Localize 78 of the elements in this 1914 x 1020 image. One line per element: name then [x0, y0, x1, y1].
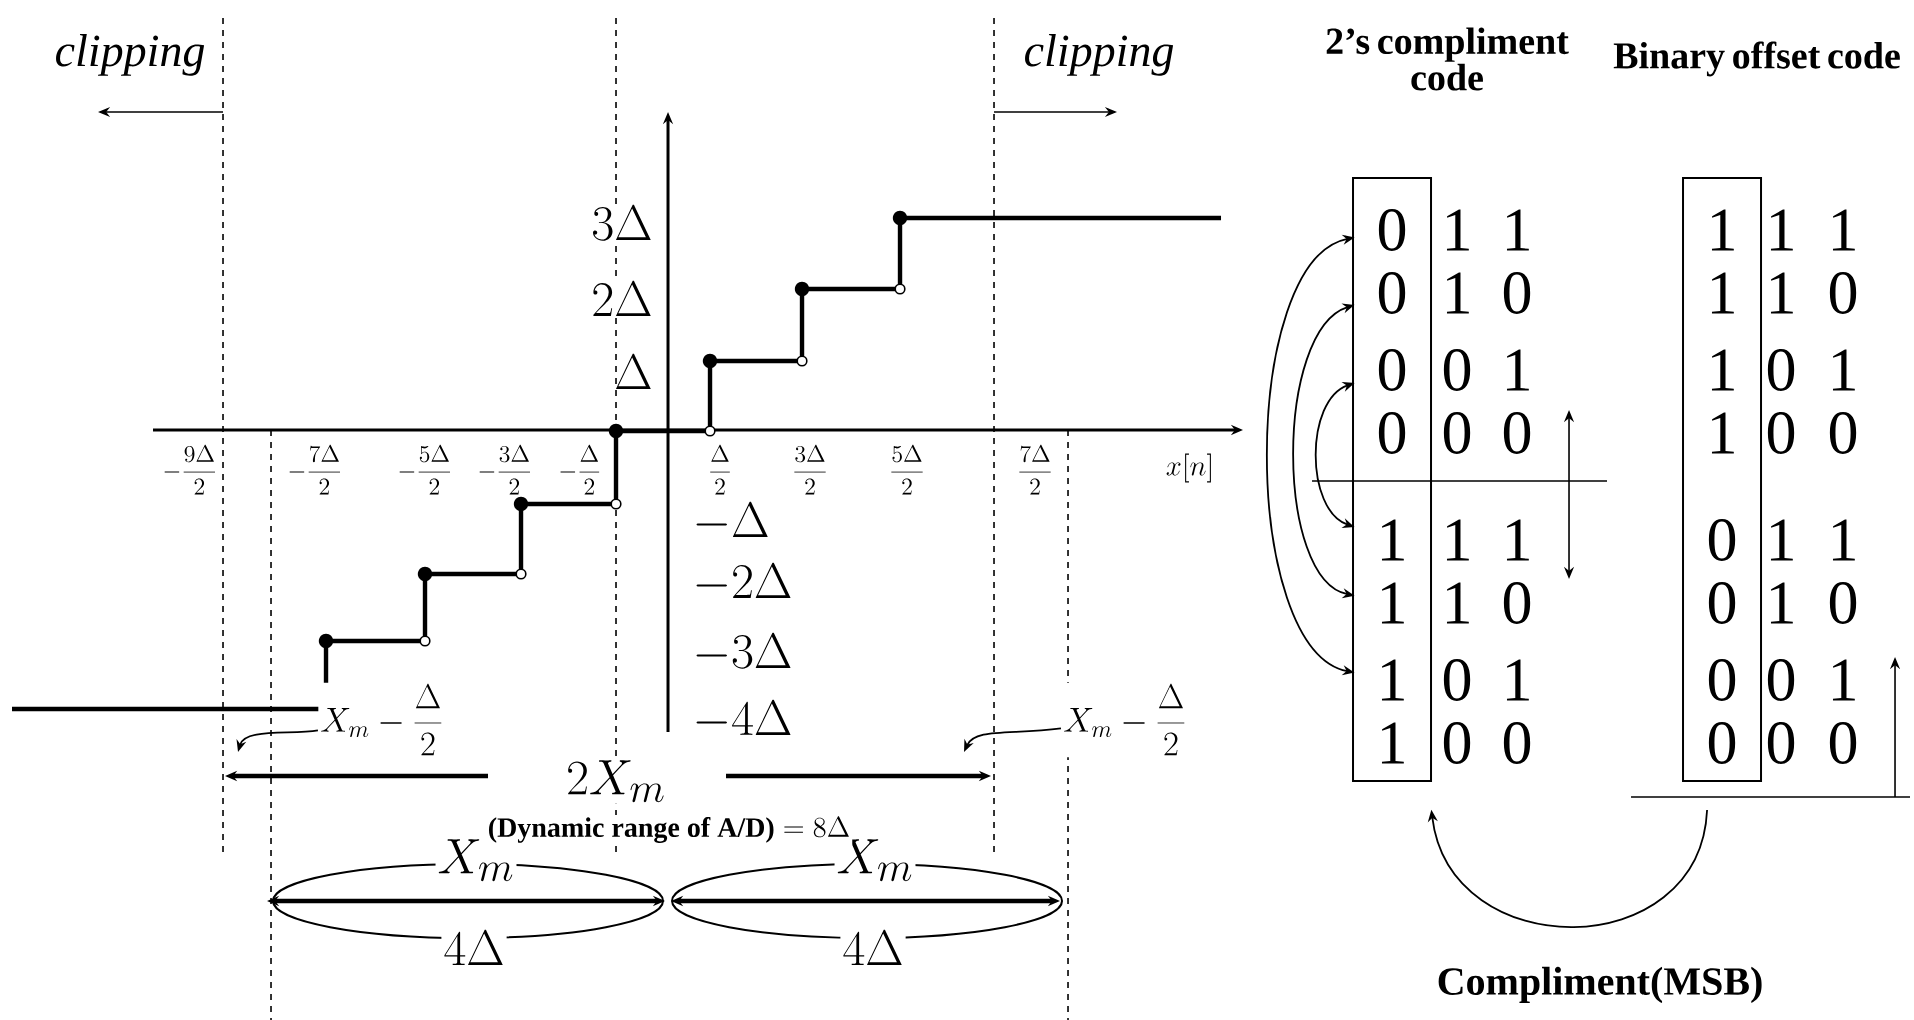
- msb-digit: 0: [1378, 209, 1406, 251]
- msb-digit: 0: [1708, 519, 1736, 561]
- msb-digit: 0: [1708, 722, 1736, 764]
- msb-box: [1682, 177, 1762, 782]
- tick-label: $-\frac{7\Delta}{2}$: [289, 444, 340, 495]
- tick-label: $-\frac{5\Delta}{2}$: [399, 444, 450, 495]
- level-label: $3\Delta$: [589, 204, 655, 242]
- code-digit: 1: [1833, 209, 1855, 251]
- level-label: $2\Delta$: [589, 280, 655, 318]
- code-digit: 1: [1771, 582, 1793, 624]
- msb-digit: 0: [1378, 272, 1406, 314]
- code-digit: 0: [1443, 659, 1471, 701]
- code-digit: 1: [1833, 349, 1855, 391]
- threshold-label: $X_m-\frac{\Delta}{2}$: [1061, 682, 1189, 758]
- code-digit: 1: [1771, 272, 1793, 314]
- code-digit: 1: [1771, 209, 1793, 251]
- edge-label: Compliment(MSB): [1434, 964, 1766, 1006]
- clipping-label: clipping: [1025, 34, 1174, 76]
- msb-digit: 1: [1712, 349, 1734, 391]
- level-label: $-2\Delta$: [696, 562, 791, 598]
- msb-digit: 0: [1708, 659, 1736, 701]
- code-digit: 1: [1507, 209, 1529, 251]
- range-label: $2X_m$: [564, 758, 668, 804]
- range-label: $4\Delta$: [840, 929, 906, 967]
- code-digit: 0: [1829, 582, 1857, 624]
- code-digit: 0: [1767, 659, 1795, 701]
- axis-label: $x[n]$: [1166, 453, 1211, 483]
- code-digit: 0: [1829, 272, 1857, 314]
- code-digit: 1: [1447, 209, 1469, 251]
- code-digit: 0: [1443, 349, 1471, 391]
- clipping-label: clipping: [56, 34, 205, 76]
- column-heading: 2’s compliment code: [1326, 27, 1569, 91]
- msb-digit: 1: [1712, 209, 1734, 251]
- level-label: $\Delta$: [616, 353, 651, 389]
- code-digit: 0: [1503, 582, 1531, 624]
- msb-digit: 1: [1382, 582, 1404, 624]
- code-digit: 1: [1507, 519, 1529, 561]
- code-digit: 1: [1507, 659, 1529, 701]
- code-digit: 0: [1503, 722, 1531, 764]
- tick-label: $\frac{\Delta}{2}$: [710, 444, 730, 495]
- code-digit: 1: [1447, 272, 1469, 314]
- msb-digit: 0: [1378, 349, 1406, 391]
- msb-box: [1352, 177, 1432, 782]
- code-digit: 1: [1833, 519, 1855, 561]
- tick-label: $-\frac{3\Delta}{2}$: [479, 444, 530, 495]
- code-digit: 0: [1503, 272, 1531, 314]
- tick-label: $\frac{5\Delta}{2}$: [891, 444, 923, 495]
- msb-digit: 1: [1382, 659, 1404, 701]
- code-digit: 0: [1503, 412, 1531, 454]
- msb-digit: 0: [1378, 412, 1406, 454]
- msb-digit: 1: [1712, 272, 1734, 314]
- curved-arrow: [1427, 809, 1708, 929]
- code-digit: 1: [1507, 349, 1529, 391]
- code-digit: 0: [1443, 722, 1471, 764]
- level-label: $-3\Delta$: [696, 632, 791, 669]
- msb-digit: 1: [1712, 412, 1734, 454]
- tick-label: $-\frac{9\Delta}{2}$: [164, 444, 215, 495]
- msb-digit: 1: [1382, 722, 1404, 764]
- code-digit: 1: [1447, 519, 1469, 561]
- level-label: $-\Delta$: [696, 501, 768, 537]
- code-digit: 0: [1443, 412, 1471, 454]
- code-digit: 1: [1447, 582, 1469, 624]
- msb-digit: 0: [1708, 582, 1736, 624]
- code-digit: 0: [1829, 412, 1857, 454]
- code-digit: 0: [1767, 412, 1795, 454]
- threshold-label: $X_m-\frac{\Delta}{2}$: [318, 682, 446, 758]
- tick-label: $\frac{7\Delta}{2}$: [1019, 444, 1051, 495]
- msb-digit: 1: [1382, 519, 1404, 561]
- code-digit: 1: [1771, 519, 1793, 561]
- column-heading: Binary offset code: [1613, 41, 1900, 77]
- tick-label: $-\frac{\Delta}{2}$: [560, 444, 600, 495]
- level-label: $-4\Delta$: [696, 699, 791, 735]
- code-digit: 0: [1767, 722, 1795, 764]
- tick-label: $\frac{3\Delta}{2}$: [794, 444, 826, 495]
- code-digit: 0: [1767, 349, 1795, 391]
- code-digit: 0: [1829, 722, 1857, 764]
- code-digit: 1: [1833, 659, 1855, 701]
- range-label: $4\Delta$: [441, 929, 507, 967]
